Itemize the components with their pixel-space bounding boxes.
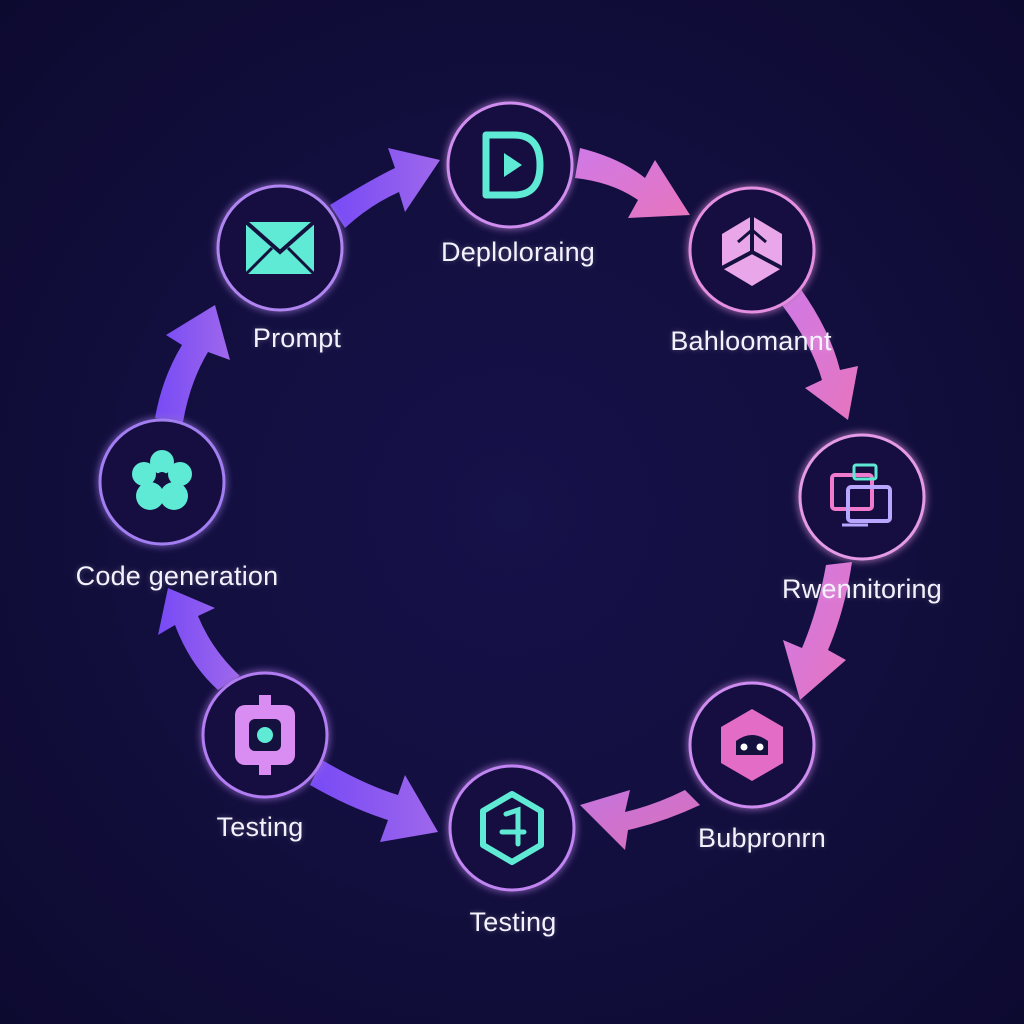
node-rings xyxy=(98,101,926,892)
arrow-deploy-to-top-right xyxy=(575,148,690,218)
node-label-left: Code generation xyxy=(75,561,279,591)
node-ring-bottom xyxy=(448,764,576,892)
arrow-bottom-left-to-bottom xyxy=(310,760,438,842)
node-label-bottom-right: Bubpronrn xyxy=(698,823,826,853)
connector-arrows xyxy=(155,148,858,850)
node-label-prompt: Prompt xyxy=(252,323,342,353)
node-ring-right xyxy=(798,433,926,561)
node-label-deploy: Deploloraing xyxy=(441,237,595,267)
node-label-right: Rwennitoring xyxy=(782,574,942,604)
arrow-bottom-right-to-bottom xyxy=(580,790,700,850)
target-square-icon xyxy=(235,695,295,775)
d-logo-icon xyxy=(482,131,544,199)
hexagon-face-icon xyxy=(721,709,783,781)
arrow-top-right-to-right xyxy=(782,288,858,420)
window-stack-icon xyxy=(830,463,892,527)
hex-number-icon xyxy=(480,791,544,865)
envelope-icon xyxy=(244,220,316,276)
arrow-left-to-prompt xyxy=(155,305,230,422)
arrow-prompt-to-deploy xyxy=(330,148,440,228)
arrow-right-to-bottom-right xyxy=(783,562,852,700)
node-label-top-right: Bahloomannt xyxy=(670,326,832,356)
node-label-bottom-left: Testing xyxy=(216,812,304,842)
node-label-bottom: Testing xyxy=(469,907,557,937)
arrow-bottom-left-to-left xyxy=(158,588,240,690)
clover-icon xyxy=(132,450,192,510)
cube-icon xyxy=(721,216,783,286)
